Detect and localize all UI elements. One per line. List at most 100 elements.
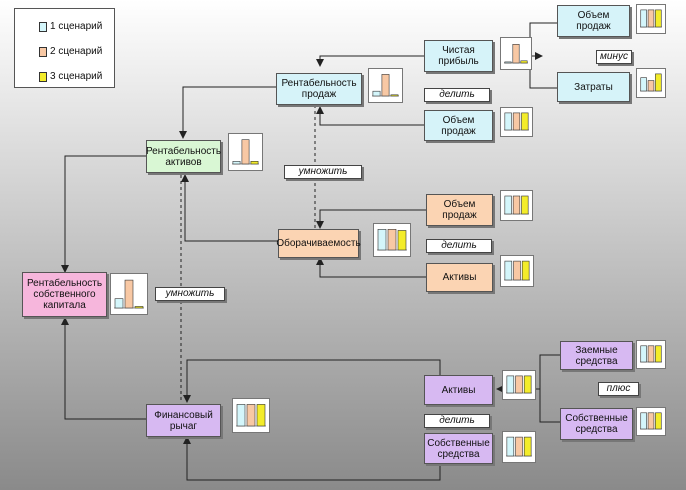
legend-label-3: 3 сценарий bbox=[50, 71, 103, 82]
mini-bar-chart bbox=[236, 404, 266, 427]
chart-bar bbox=[647, 9, 655, 28]
node-leverage[interactable]: Финансовый рычаг bbox=[146, 404, 221, 437]
legend: 1 сценарий 2 сценарий 3 сценарий bbox=[14, 8, 115, 88]
mini-chart-ros bbox=[368, 68, 403, 103]
chart-bar bbox=[504, 61, 512, 64]
node-roe[interactable]: Рентабельность собственного капитала bbox=[22, 272, 107, 317]
chart-bar bbox=[506, 375, 515, 394]
chart-bar bbox=[381, 74, 390, 97]
mini-chart-sales-turn bbox=[500, 190, 533, 221]
node-ros[interactable]: Рентабельность продаж bbox=[276, 73, 362, 105]
mini-chart-equity-src bbox=[636, 407, 666, 436]
chart-bar bbox=[512, 195, 521, 215]
mini-bar-chart bbox=[232, 139, 259, 165]
chart-bar bbox=[512, 44, 520, 64]
mini-bar-chart bbox=[640, 345, 662, 363]
chart-bar bbox=[114, 298, 124, 309]
mini-chart-assets-turn bbox=[500, 255, 534, 287]
node-equity-lev[interactable]: Собственные средства bbox=[424, 433, 493, 464]
mini-bar-chart bbox=[114, 279, 144, 309]
node-net-profit[interactable]: Чистая прибыль bbox=[424, 40, 493, 72]
chart-bar bbox=[504, 195, 512, 215]
chart-bar bbox=[512, 112, 521, 131]
node-turnover[interactable]: Оборачиваемость bbox=[276, 229, 361, 258]
chart-bar bbox=[655, 73, 662, 92]
legend-swatch-3 bbox=[39, 72, 47, 82]
chart-bar bbox=[640, 412, 647, 430]
mini-bar-chart bbox=[640, 412, 662, 430]
chart-bar bbox=[523, 375, 532, 394]
legend-item-3: 3 сценарий bbox=[39, 71, 102, 83]
chart-bar bbox=[647, 80, 655, 92]
chart-bar bbox=[372, 90, 381, 97]
mini-chart-borrowed bbox=[636, 340, 666, 369]
legend-label-2: 2 сценарий bbox=[50, 46, 103, 57]
mini-chart-sales-ros bbox=[500, 107, 533, 137]
mini-chart-net-profit bbox=[500, 37, 532, 70]
mini-chart-assets-lev bbox=[502, 370, 536, 400]
chart-bar bbox=[241, 139, 250, 165]
legend-swatch-1 bbox=[39, 22, 47, 32]
mini-bar-chart bbox=[640, 73, 662, 92]
mini-chart-roa bbox=[228, 133, 263, 171]
mini-chart-turnover bbox=[373, 223, 411, 257]
chart-bar bbox=[523, 436, 532, 457]
chart-bar bbox=[504, 112, 512, 131]
mini-bar-chart bbox=[506, 436, 532, 457]
mini-bar-chart bbox=[504, 260, 530, 281]
legend-item-1: 1 сценарий bbox=[39, 21, 102, 33]
mini-bar-chart bbox=[504, 112, 529, 131]
chart-bar bbox=[647, 412, 655, 430]
chart-bar bbox=[647, 345, 655, 363]
mini-chart-leverage bbox=[232, 398, 270, 433]
mini-chart-sales-top bbox=[636, 4, 666, 34]
chart-bar bbox=[397, 230, 407, 251]
legend-item-2: 2 сценарий bbox=[39, 46, 102, 58]
chart-bar bbox=[640, 77, 647, 92]
chart-bar bbox=[513, 260, 521, 281]
chart-bar bbox=[246, 404, 256, 427]
chart-bar bbox=[655, 345, 662, 363]
op-divide-ros: делить bbox=[424, 88, 490, 102]
mini-chart-equity-lev bbox=[502, 431, 536, 463]
chart-bar bbox=[250, 160, 259, 165]
node-assets-lev[interactable]: Активы bbox=[424, 375, 493, 405]
mini-bar-chart bbox=[504, 195, 529, 215]
mini-bar-chart bbox=[640, 9, 662, 28]
mini-bar-chart bbox=[506, 375, 532, 394]
op-minus: минус bbox=[596, 50, 632, 64]
legend-label-1: 1 сценарий bbox=[50, 21, 103, 32]
node-equity-src[interactable]: Собственные средства bbox=[560, 408, 633, 440]
op-divide-turn: делить bbox=[426, 239, 492, 253]
node-borrowed[interactable]: Заемные средства bbox=[560, 341, 633, 370]
chart-bar bbox=[640, 345, 647, 363]
chart-bar bbox=[504, 260, 513, 281]
mini-chart-roe bbox=[110, 273, 148, 315]
node-sales-turn[interactable]: Объем продаж bbox=[426, 194, 493, 226]
node-roa[interactable]: Рентабельность активов bbox=[146, 140, 221, 173]
op-multiply-roe: умножить bbox=[155, 287, 225, 301]
chart-bar bbox=[506, 436, 515, 457]
chart-bar bbox=[521, 112, 529, 131]
chart-bar bbox=[655, 412, 662, 430]
chart-bar bbox=[515, 375, 523, 394]
chart-bar bbox=[134, 306, 144, 309]
chart-bar bbox=[515, 436, 523, 457]
chart-bar bbox=[655, 9, 662, 28]
node-costs[interactable]: Затраты bbox=[557, 72, 630, 102]
chart-bar bbox=[520, 60, 528, 64]
op-plus: плюс bbox=[598, 382, 639, 396]
chart-bar bbox=[521, 195, 529, 215]
node-sales-ros[interactable]: Объем продаж bbox=[424, 110, 493, 141]
legend-swatch-2 bbox=[39, 47, 47, 57]
chart-bar bbox=[377, 229, 387, 251]
chart-bar bbox=[256, 404, 266, 427]
mini-bar-chart bbox=[372, 74, 399, 97]
node-sales-top[interactable]: Объем продаж bbox=[557, 5, 630, 37]
op-multiply-roa: умножить bbox=[284, 165, 362, 179]
chart-bar bbox=[387, 229, 397, 251]
chart-bar bbox=[232, 160, 241, 165]
chart-bar bbox=[390, 94, 399, 97]
chart-bar bbox=[124, 279, 134, 309]
node-assets-turn[interactable]: Активы bbox=[426, 263, 493, 292]
